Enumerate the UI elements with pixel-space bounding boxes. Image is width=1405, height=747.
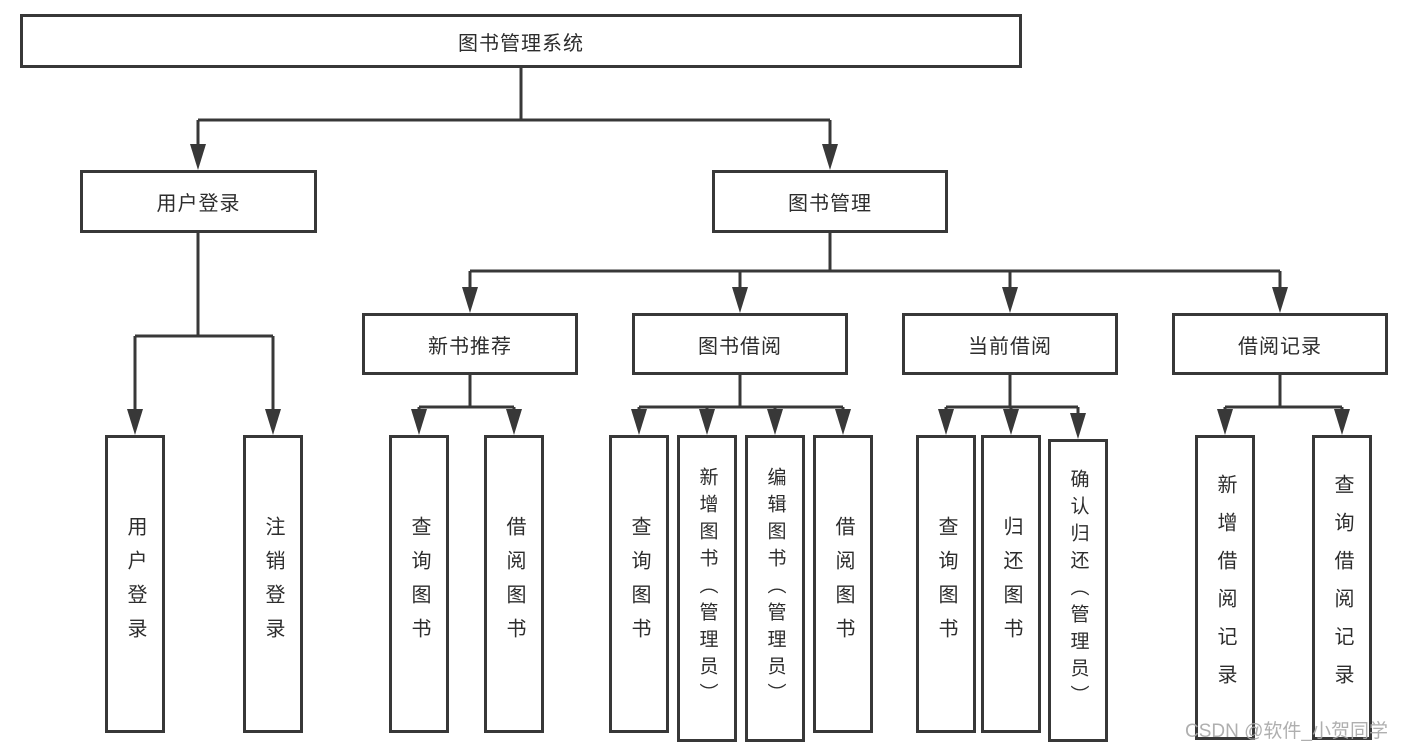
leaf-query-books-2-label: 查询图书 — [628, 516, 650, 652]
node-new-book-recommend-label: 新书推荐 — [428, 335, 512, 358]
csdn-watermark: CSDN @软件_小贺同学 — [1185, 721, 1388, 742]
node-book-management-label: 图书管理 — [788, 193, 872, 215]
leaf-query-books-1-label: 查询图书 — [408, 516, 430, 652]
leaf-query-books-2: 查询图书 — [609, 435, 669, 733]
node-book-borrow: 图书借阅 — [632, 313, 848, 375]
leaf-return-book: 归还图书 — [981, 435, 1041, 733]
leaf-borrow-books-1: 借阅图书 — [484, 435, 544, 733]
node-library-system: 图书管理系统 — [20, 14, 1022, 68]
node-user-login: 用户登录 — [80, 170, 317, 233]
node-library-system-label: 图书管理系统 — [458, 32, 584, 55]
leaf-query-borrow-record-label: 查询借阅记录 — [1331, 473, 1353, 702]
leaf-query-borrow-record: 查询借阅记录 — [1312, 435, 1372, 740]
leaf-query-books-1: 查询图书 — [389, 435, 449, 733]
leaf-borrow-books-2-label: 借阅图书 — [832, 516, 854, 652]
leaf-add-borrow-record-label: 新增借阅记录 — [1214, 473, 1236, 702]
node-current-borrow: 当前借阅 — [902, 313, 1118, 375]
leaf-add-book-admin-label: 新增图书（管理员） — [696, 467, 718, 710]
leaf-query-books-3-label: 查询图书 — [935, 516, 957, 652]
leaf-borrow-books-2: 借阅图书 — [813, 435, 873, 733]
leaf-add-book-admin: 新增图书（管理员） — [677, 435, 737, 742]
leaf-user-login-label: 用户登录 — [124, 516, 146, 652]
node-book-borrow-label: 图书借阅 — [698, 335, 782, 358]
leaf-user-login: 用户登录 — [105, 435, 165, 733]
node-new-book-recommend: 新书推荐 — [362, 313, 578, 375]
leaf-confirm-return-admin-label: 确认归还（管理员） — [1067, 469, 1089, 712]
leaf-edit-book-admin: 编辑图书（管理员） — [745, 435, 805, 742]
leaf-borrow-books-1-label: 借阅图书 — [503, 516, 525, 652]
leaf-logout-label: 注销登录 — [262, 516, 284, 652]
leaf-return-book-label: 归还图书 — [1000, 516, 1022, 652]
leaf-confirm-return-admin: 确认归还（管理员） — [1048, 439, 1108, 742]
node-user-login-label: 用户登录 — [156, 193, 241, 215]
node-borrow-records: 借阅记录 — [1172, 313, 1388, 375]
leaf-edit-book-admin-label: 编辑图书（管理员） — [764, 467, 786, 710]
node-borrow-records-label: 借阅记录 — [1238, 335, 1322, 358]
node-current-borrow-label: 当前借阅 — [968, 335, 1052, 358]
node-book-management: 图书管理 — [712, 170, 948, 233]
leaf-query-books-3: 查询图书 — [916, 435, 976, 733]
leaf-add-borrow-record: 新增借阅记录 — [1195, 435, 1255, 740]
leaf-logout: 注销登录 — [243, 435, 303, 733]
